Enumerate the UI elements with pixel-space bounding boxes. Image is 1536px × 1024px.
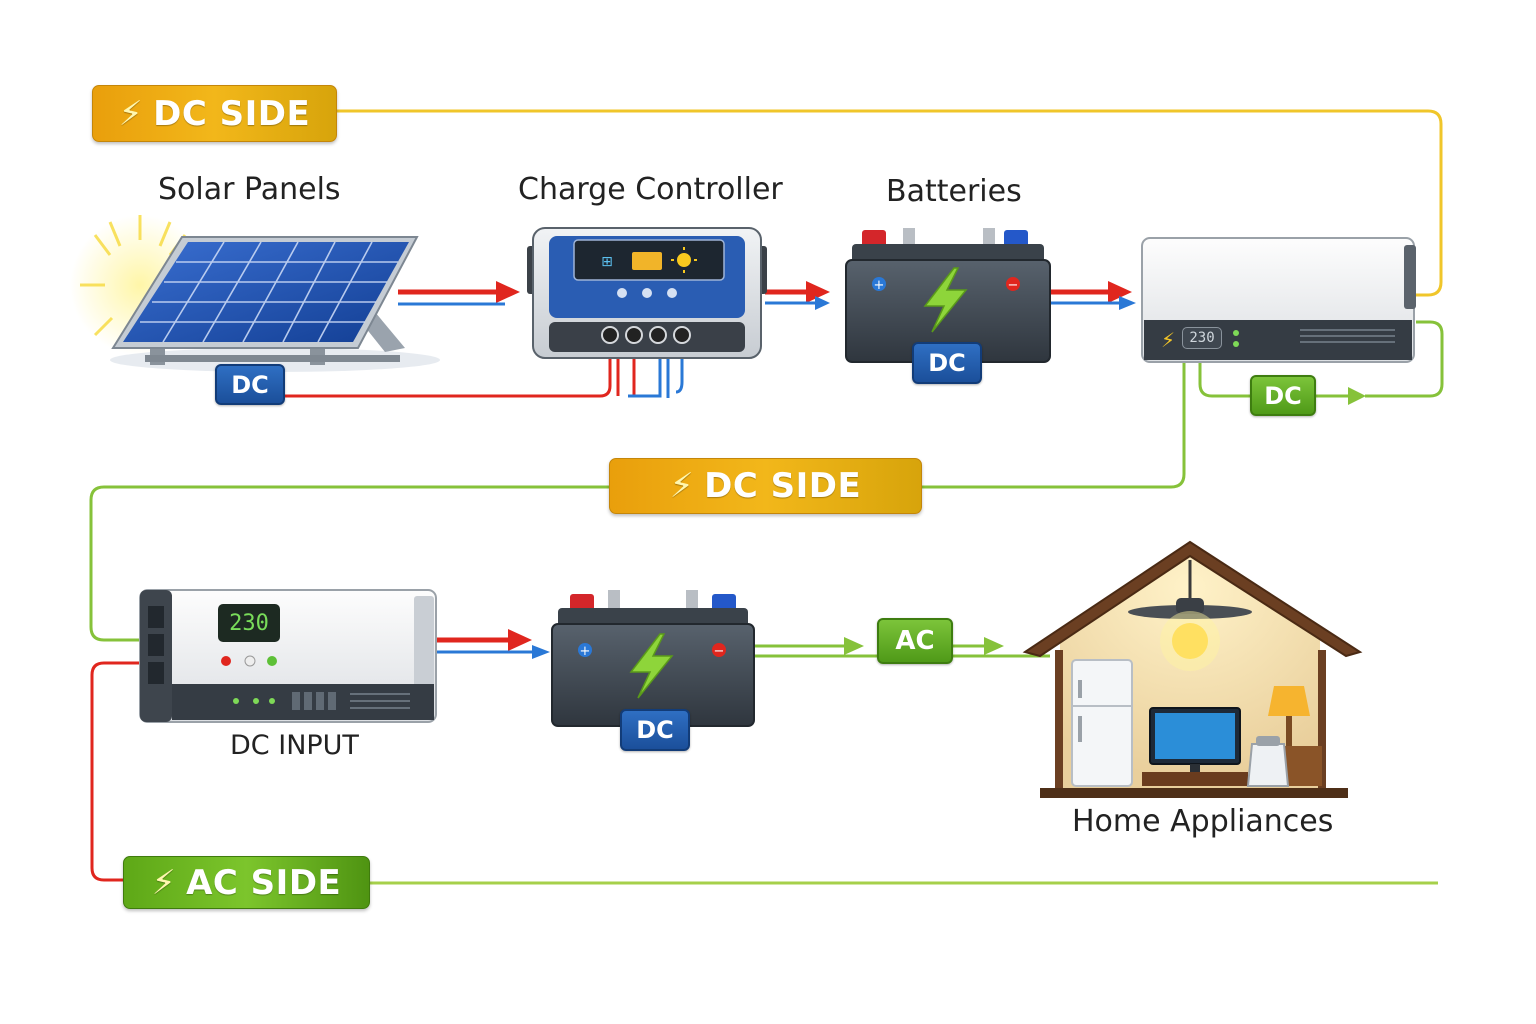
arrow-right-icon — [815, 296, 830, 310]
lightning-icon — [923, 267, 968, 333]
svg-text:−: − — [714, 644, 725, 659]
ac-tag: AC — [877, 618, 953, 664]
home-appliances-label: Home Appliances — [1072, 804, 1334, 839]
svg-text:+: + — [874, 278, 885, 293]
lamp-icon — [1262, 686, 1322, 786]
solar-panel-icon — [70, 215, 440, 372]
solar-panels-label: Solar Panels — [158, 172, 341, 207]
svg-text:+: + — [580, 644, 591, 659]
charge-controller-icon: ⊞ — [527, 227, 767, 359]
battery-dc-tag: DC — [912, 342, 982, 384]
arrow-right-icon — [496, 281, 520, 303]
lightning-icon: ⚡ — [151, 862, 177, 903]
solar-dc-tag: DC — [215, 364, 285, 405]
dc-input-label: DC INPUT — [230, 730, 359, 761]
banner-label: AC SIDE — [186, 862, 342, 903]
dc-side-banner-middle: ⚡ DC SIDE — [609, 458, 922, 514]
lightning-icon: ⚡ — [118, 93, 144, 134]
dc-side-banner-top: ⚡ DC SIDE — [92, 85, 337, 142]
banner-label: DC SIDE — [704, 466, 862, 506]
banner-label: DC SIDE — [153, 93, 311, 134]
batteries-label: Batteries — [886, 174, 1022, 209]
arrow-right-icon — [532, 645, 550, 659]
inverter-bottom-display: 230 — [218, 604, 280, 642]
arrow-right-icon — [1119, 296, 1136, 310]
arrow-right-icon — [508, 629, 532, 651]
svg-text:−: − — [1008, 278, 1019, 293]
house-icon — [1022, 540, 1363, 798]
ac-side-banner: ⚡ AC SIDE — [123, 856, 370, 909]
lightning-icon: ⚡ — [669, 466, 695, 506]
svg-text:⊞: ⊞ — [601, 254, 613, 270]
arrow-right-icon — [984, 637, 1004, 655]
inverter-icon — [139, 589, 437, 723]
inverter-dc-output-line — [1198, 362, 1352, 398]
inverter-green-loop — [1365, 320, 1444, 398]
lightning-icon: ⚡ — [1161, 328, 1175, 352]
arrow-right-icon — [1348, 387, 1366, 405]
arrow-right-icon — [844, 637, 864, 655]
kettle-icon — [1246, 736, 1290, 787]
tv-icon — [1142, 707, 1248, 786]
dc-loop-line — [336, 109, 1443, 297]
left-red-line — [90, 661, 140, 882]
arrow-right-icon — [1108, 281, 1132, 303]
battery-icon: + − — [551, 590, 755, 727]
middle-green-line — [89, 362, 1186, 642]
ceiling-fan-icon — [1128, 560, 1252, 671]
inverter-top-display: 230 — [1182, 327, 1222, 349]
wiring — [89, 109, 1444, 885]
charge-controller-label: Charge Controller — [518, 172, 783, 207]
fridge-icon — [1071, 659, 1133, 787]
inverter-dc-tag: DC — [1250, 375, 1316, 416]
battery2-dc-tag: DC — [620, 709, 690, 751]
lightning-icon — [629, 633, 674, 699]
battery-icon: + − — [845, 228, 1051, 363]
solar-return-wire — [284, 352, 612, 398]
arrow-right-icon — [806, 281, 830, 303]
